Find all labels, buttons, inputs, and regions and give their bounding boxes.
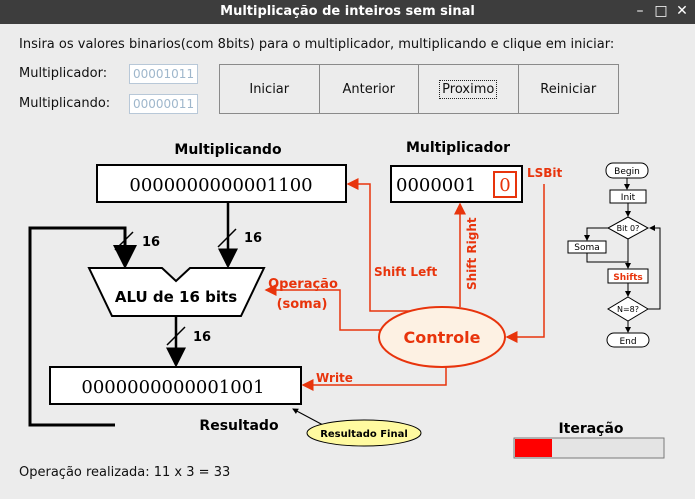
action-button-group: Iniciar Anterior Proximo Reiniciar (219, 64, 619, 114)
proximo-button[interactable]: Proximo (419, 65, 519, 113)
resultado-final-pointer (292, 408, 324, 426)
resultado-title: Resultado (199, 418, 279, 434)
multiplicador-title: Multiplicador (406, 140, 510, 156)
operacao-signal (264, 284, 380, 331)
anterior-button-label: Anterior (342, 81, 395, 97)
maximize-icon[interactable]: □ (654, 3, 668, 19)
proximo-button-label: Proximo (439, 79, 498, 99)
shift-right-label: Shift Right (465, 217, 479, 290)
instructions-text: Insira os valores binarios(com 8bits) pa… (19, 37, 615, 52)
flow-arrow-3 (584, 227, 608, 241)
close-icon[interactable]: ✕ (676, 3, 688, 19)
resultado-register-value: 0000000000001001 (81, 377, 264, 398)
bus-width-right: 16 (244, 231, 262, 246)
multiplicando-label: Multiplicando: (19, 96, 111, 111)
operacao-realizada-text: Operação realizada: 11 x 3 = 33 (19, 465, 231, 480)
anterior-button[interactable]: Anterior (319, 65, 419, 113)
lsbit-box (493, 171, 517, 198)
flowchart: Begin Init Bit 0? Soma Shifts N=8? End (567, 162, 661, 348)
reiniciar-button-label: Reiniciar (540, 81, 597, 97)
bus-width-out: 16 (193, 330, 211, 345)
flow-n8-label: N=8? (617, 305, 639, 314)
bus-width-slash-left (114, 231, 134, 251)
alu-label: ALU de 16 bits (115, 288, 237, 306)
flow-init-label: Init (621, 193, 636, 203)
operacao-label-1: Operação (268, 277, 338, 292)
controle-label: Controle (404, 328, 481, 347)
iteracao-label: Iteração (558, 421, 623, 437)
iniciar-button[interactable]: Iniciar (220, 65, 320, 113)
minimize-icon[interactable]: – (636, 3, 644, 19)
controle-unit (378, 306, 506, 368)
multiplicando-register (96, 164, 347, 203)
lsbit-label: LSBit (527, 166, 563, 180)
operacao-label-2: (soma) (277, 297, 328, 312)
multiplication-diagram: Multiplicando 0000000000001100 Multiplic… (28, 140, 665, 459)
bus-width-left: 16 (142, 235, 160, 250)
reiniciar-button[interactable]: Reiniciar (518, 65, 618, 113)
shift-left-signal (346, 178, 410, 312)
bus-width-slash-out (166, 326, 186, 346)
flow-begin-label: Begin (614, 167, 640, 177)
flow-arrow-5 (586, 253, 628, 263)
multiplicador-label: Multiplicador: (19, 66, 108, 81)
multiplicando-register-value: 0000000000001100 (129, 175, 312, 196)
bus-width-slash-right (217, 228, 237, 248)
iniciar-button-label: Iniciar (249, 81, 290, 97)
flow-bit0-label: Bit 0? (617, 224, 640, 233)
iteracao-progress-fill (515, 439, 552, 457)
title-bar: Multiplicação de inteiros sem sinal – □ … (0, 0, 695, 24)
lsbit-value: 0 (499, 175, 510, 196)
resultado-register (49, 366, 302, 405)
flow-loop-arrow (648, 225, 661, 310)
window-title: Multiplicação de inteiros sem sinal (220, 4, 475, 19)
alu-block (87, 267, 266, 317)
flow-end-label: End (619, 337, 636, 347)
multiplicador-register-value: 0000001 (396, 175, 476, 196)
multiplicando-title: Multiplicando (174, 142, 282, 158)
resultado-final-label: Resultado Final (320, 429, 408, 440)
flow-soma-label: Soma (574, 243, 600, 253)
resultado-final-badge (306, 419, 422, 447)
multiplicando-input[interactable]: 00000011 (129, 94, 198, 114)
shift-left-label: Shift Left (374, 265, 437, 279)
write-label: Write (316, 371, 353, 385)
flow-end (606, 332, 650, 348)
multiplicador-input[interactable]: 00001011 (129, 64, 198, 84)
lsbit-signal (505, 184, 545, 343)
write-signal (301, 367, 447, 391)
flow-shifts-label: Shifts (613, 273, 643, 283)
